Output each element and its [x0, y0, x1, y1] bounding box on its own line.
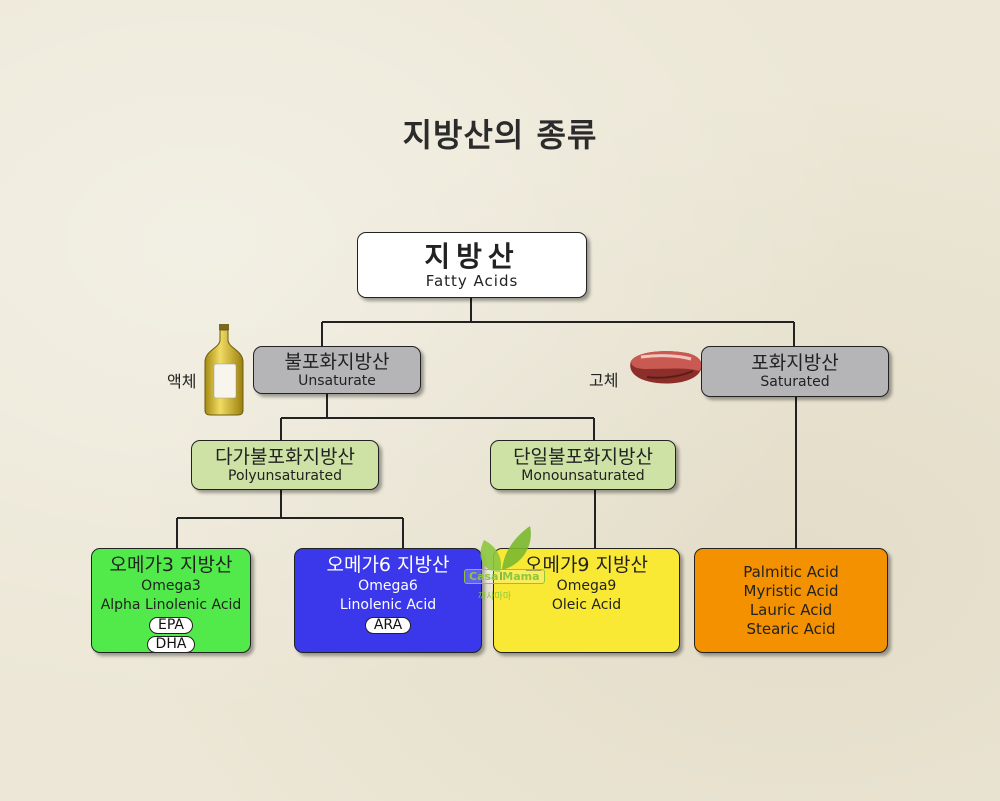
- omega6-node: 오메가6 지방산 Omega6 Linolenic Acid ARA: [294, 548, 482, 653]
- omega3-acid-label: Alpha Linolenic Acid: [100, 597, 242, 613]
- lauric-acid-label: Lauric Acid: [749, 600, 833, 619]
- saturated-korean-label: 포화지방산: [751, 352, 839, 374]
- myristic-acid-label: Myristic Acid: [743, 581, 839, 600]
- watermark-subtext: 까사마마: [478, 592, 512, 602]
- omega9-acid-label: Oleic Acid: [551, 597, 622, 613]
- monounsaturated-english-label: Monounsaturated: [521, 467, 645, 484]
- page-title: 지방산의 종류: [402, 116, 598, 154]
- polyunsaturated-korean-label: 다가불포화지방산: [215, 445, 355, 468]
- ara-badge: ARA: [364, 617, 412, 634]
- omega9-english-label: Omega9: [556, 578, 617, 594]
- unsaturated-node: 불포화지방산 Unsaturate: [253, 346, 421, 394]
- root-english-label: Fatty Acids: [425, 271, 519, 290]
- polyunsaturated-english-label: Polyunsaturated: [228, 467, 342, 484]
- unsaturated-korean-label: 불포화지방산: [284, 350, 390, 373]
- leaf-logo-icon: [480, 526, 531, 580]
- omega3-korean-label: 오메가3 지방산: [109, 554, 233, 576]
- omega9-node: 오메가9 지방산 Omega9 Oleic Acid: [493, 548, 680, 653]
- saturated-node: 포화지방산 Saturated: [701, 346, 889, 397]
- epa-badge: EPA: [149, 617, 193, 634]
- monounsaturated-korean-label: 단일불포화지방산: [513, 445, 653, 468]
- monounsaturated-node: 단일불포화지방산 Monounsaturated: [490, 440, 676, 490]
- palmitic-acid-label: Palmitic Acid: [743, 562, 839, 581]
- steak-icon: [630, 351, 702, 384]
- omega6-acid-label: Linolenic Acid: [339, 597, 437, 613]
- dha-badge: DHA: [146, 636, 196, 653]
- solid-label: 고체: [589, 371, 619, 390]
- stearic-acid-label: Stearic Acid: [746, 619, 836, 638]
- omega3-english-label: Omega3: [141, 578, 201, 594]
- saturated-acids-node: Palmitic Acid Myristic Acid Lauric Acid …: [694, 548, 888, 653]
- saturated-english-label: Saturated: [760, 374, 830, 390]
- root-korean-label: 지방산: [424, 239, 520, 273]
- polyunsaturated-node: 다가불포화지방산 Polyunsaturated: [191, 440, 379, 490]
- fatty-acids-root-node: 지방산 Fatty Acids: [357, 232, 587, 298]
- omega6-english-label: Omega6: [358, 578, 418, 594]
- watermark-text: Casa Mama: [464, 569, 545, 584]
- omega3-node: 오메가3 지방산 Omega3 Alpha Linolenic Acid EPA…: [91, 548, 251, 653]
- liquid-label: 액체: [167, 372, 197, 391]
- oil-bottle-icon: [204, 324, 244, 416]
- unsaturated-english-label: Unsaturate: [298, 372, 376, 389]
- omega6-korean-label: 오메가6 지방산: [326, 554, 450, 576]
- omega9-korean-label: 오메가9 지방산: [524, 554, 648, 576]
